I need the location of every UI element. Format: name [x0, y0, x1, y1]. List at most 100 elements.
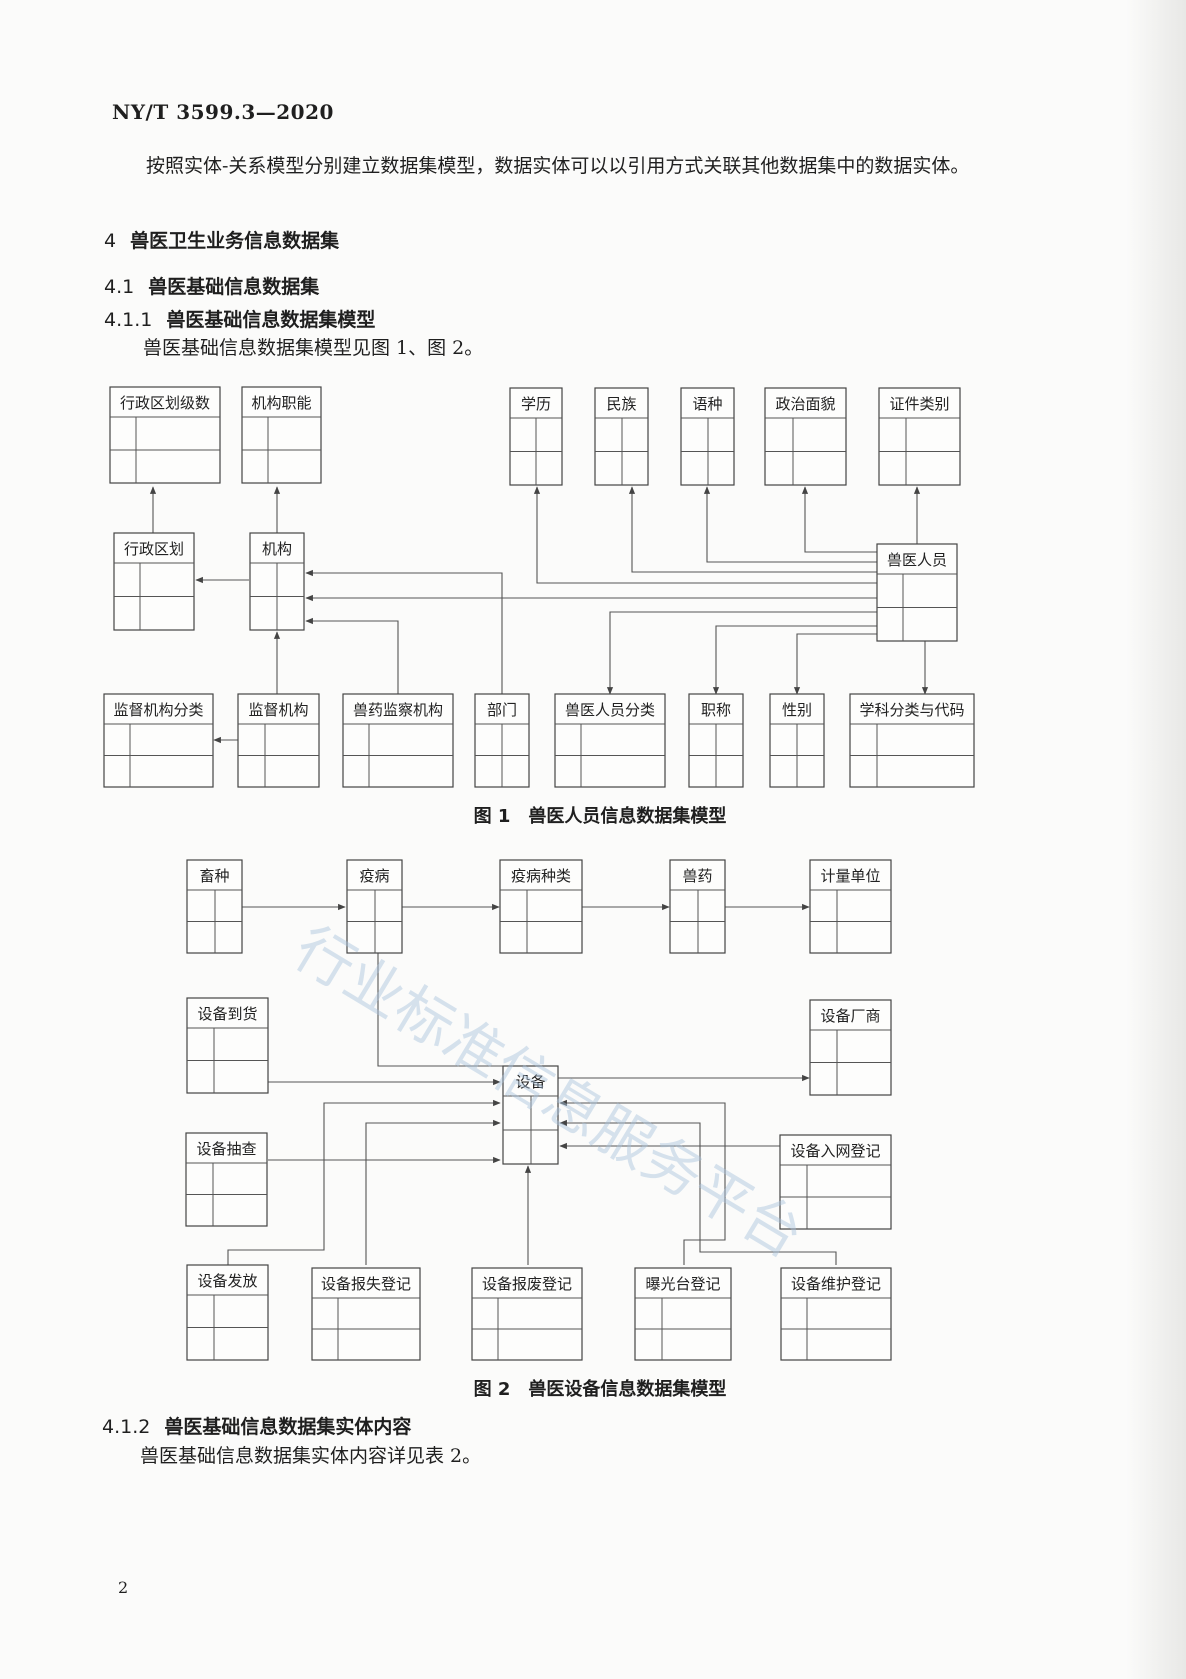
relation-line	[305, 569, 503, 694]
entity-title: 设备报废登记	[482, 1275, 572, 1293]
section-4-1-1-heading: 4.1.1 兽医基础信息数据集模型	[104, 305, 375, 332]
entity-box-xzqh: 行政区划	[113, 532, 195, 631]
entity-frame	[554, 693, 666, 788]
section-number: 4.1.1	[104, 309, 153, 331]
entity-title: 畜种	[199, 867, 229, 885]
section-4-1-2-text: 兽医基础信息数据集实体内容详见表 2。	[140, 1445, 482, 1467]
entity-title: 疫病	[359, 867, 389, 885]
entity-box-syjcjg: 兽药监察机构	[342, 693, 454, 788]
entity-title: 证件类别	[889, 395, 949, 413]
entity-box-mz: 民族	[594, 387, 649, 486]
entity-frame	[237, 693, 320, 788]
watermark-text: 行业标准信息服务平台	[283, 914, 815, 1271]
entity-title: 部门	[487, 701, 517, 719]
relation-line	[793, 633, 877, 695]
relation-line	[703, 486, 877, 563]
entity-title: 设备	[515, 1073, 545, 1091]
entity-frame	[499, 859, 583, 954]
entity-title: 语种	[692, 395, 722, 413]
entity-box-jg: 机构	[249, 532, 305, 631]
entity-title: 设备到货	[197, 1005, 257, 1023]
entity-title: 设备入网登记	[790, 1142, 880, 1160]
entity-box-zc: 职称	[688, 693, 744, 788]
entity-box-jdjgfl: 监督机构分类	[103, 693, 214, 788]
entity-box-xzqhjs: 行政区划级数	[109, 386, 221, 484]
entity-frame	[878, 387, 961, 486]
entity-frame	[109, 386, 221, 484]
entity-frame	[471, 1267, 583, 1361]
relation-line	[227, 1099, 501, 1265]
entity-box-sbdh: 设备到货	[186, 997, 269, 1094]
intro-paragraph: 按照实体-关系模型分别建立数据集模型，数据实体可以以引用方式关联其他数据集中的数…	[146, 155, 970, 177]
entity-title: 机构职能	[251, 394, 311, 412]
relation-line	[606, 611, 877, 695]
entity-title: 机构	[262, 540, 292, 558]
entity-title: 行政区划	[124, 540, 184, 558]
section-4-1-1-text: 兽医基础信息数据集模型见图 1、图 2。	[143, 337, 484, 359]
entity-box-xkfl: 学科分类与代码	[849, 693, 975, 788]
relation-line	[628, 486, 877, 573]
entity-box-xb: 性别	[769, 693, 825, 788]
relation-line	[712, 625, 877, 695]
relation-line	[365, 1119, 501, 1265]
entity-title: 设备厂商	[820, 1007, 880, 1025]
entity-box-bm: 部门	[474, 693, 530, 788]
entity-box-yb: 疫病	[346, 859, 403, 954]
entity-frame	[185, 1132, 268, 1227]
entity-title: 设备抽查	[196, 1140, 256, 1158]
entity-box-sbff: 设备发放	[186, 1264, 269, 1361]
entity-box-jgzn: 机构职能	[241, 386, 322, 484]
entity-box-sy: 兽药	[669, 859, 726, 954]
figure-1-caption: 图 1 兽医人员信息数据集模型	[473, 806, 727, 827]
relation-line	[305, 617, 399, 694]
entity-frame	[113, 532, 195, 631]
entity-frame	[809, 999, 892, 1096]
entity-title: 兽医人员	[887, 551, 947, 569]
entity-title: 兽药监察机构	[353, 701, 443, 719]
entity-box-yz: 语种	[680, 387, 735, 486]
entity-frame	[634, 1267, 732, 1361]
entity-box-sbrwdj: 设备入网登记	[779, 1134, 892, 1230]
entity-box-bgtdj: 曝光台登记	[634, 1267, 732, 1361]
section-title: 兽医基础信息数据集模型	[166, 309, 376, 331]
entity-title: 政治面貌	[775, 395, 835, 413]
entity-title: 设备报失登记	[321, 1275, 411, 1293]
entity-frame	[779, 1134, 892, 1230]
relation-line	[533, 486, 877, 584]
entity-title: 疫病种类	[511, 867, 571, 885]
entity-box-ybzl: 疫病种类	[499, 859, 583, 954]
entity-box-xz: 畜种	[186, 859, 243, 954]
entity-title: 行政区划级数	[120, 394, 210, 412]
entity-frame	[780, 1267, 892, 1361]
entity-frame	[764, 387, 847, 486]
entity-title: 计量单位	[820, 867, 880, 885]
section-number: 4	[104, 230, 117, 252]
section-number: 4.1	[104, 276, 135, 298]
entity-title: 曝光台登记	[645, 1275, 720, 1293]
entity-title: 学历	[521, 395, 551, 413]
entity-box-sbcs: 设备厂商	[809, 999, 892, 1096]
page-edge-shadow	[1126, 0, 1186, 1679]
entity-box-zzmm: 政治面貌	[764, 387, 847, 486]
section-number: 4.1.2	[102, 1416, 151, 1438]
entity-box-sbbfdj: 设备报废登记	[471, 1267, 583, 1361]
page-number: 2	[118, 1578, 129, 1597]
entity-box-zjlb: 证件类别	[878, 387, 961, 486]
entity-title: 兽医人员分类	[565, 701, 655, 719]
relation-line	[374, 940, 503, 1067]
entity-box-jdjg: 监督机构	[237, 693, 320, 788]
figure-2-caption: 图 2 兽医设备信息数据集模型	[473, 1379, 727, 1400]
entity-title: 民族	[606, 395, 636, 413]
relation-line	[559, 1099, 726, 1265]
entity-box-sb: 设备	[502, 1065, 559, 1165]
entity-frame	[311, 1267, 421, 1361]
entity-frame	[241, 386, 322, 484]
entity-box-jldw: 计量单位	[809, 859, 892, 954]
entity-frame	[186, 1264, 269, 1361]
entity-box-xl: 学历	[509, 387, 563, 486]
standard-code: NY/T 3599.3—2020	[112, 100, 334, 124]
